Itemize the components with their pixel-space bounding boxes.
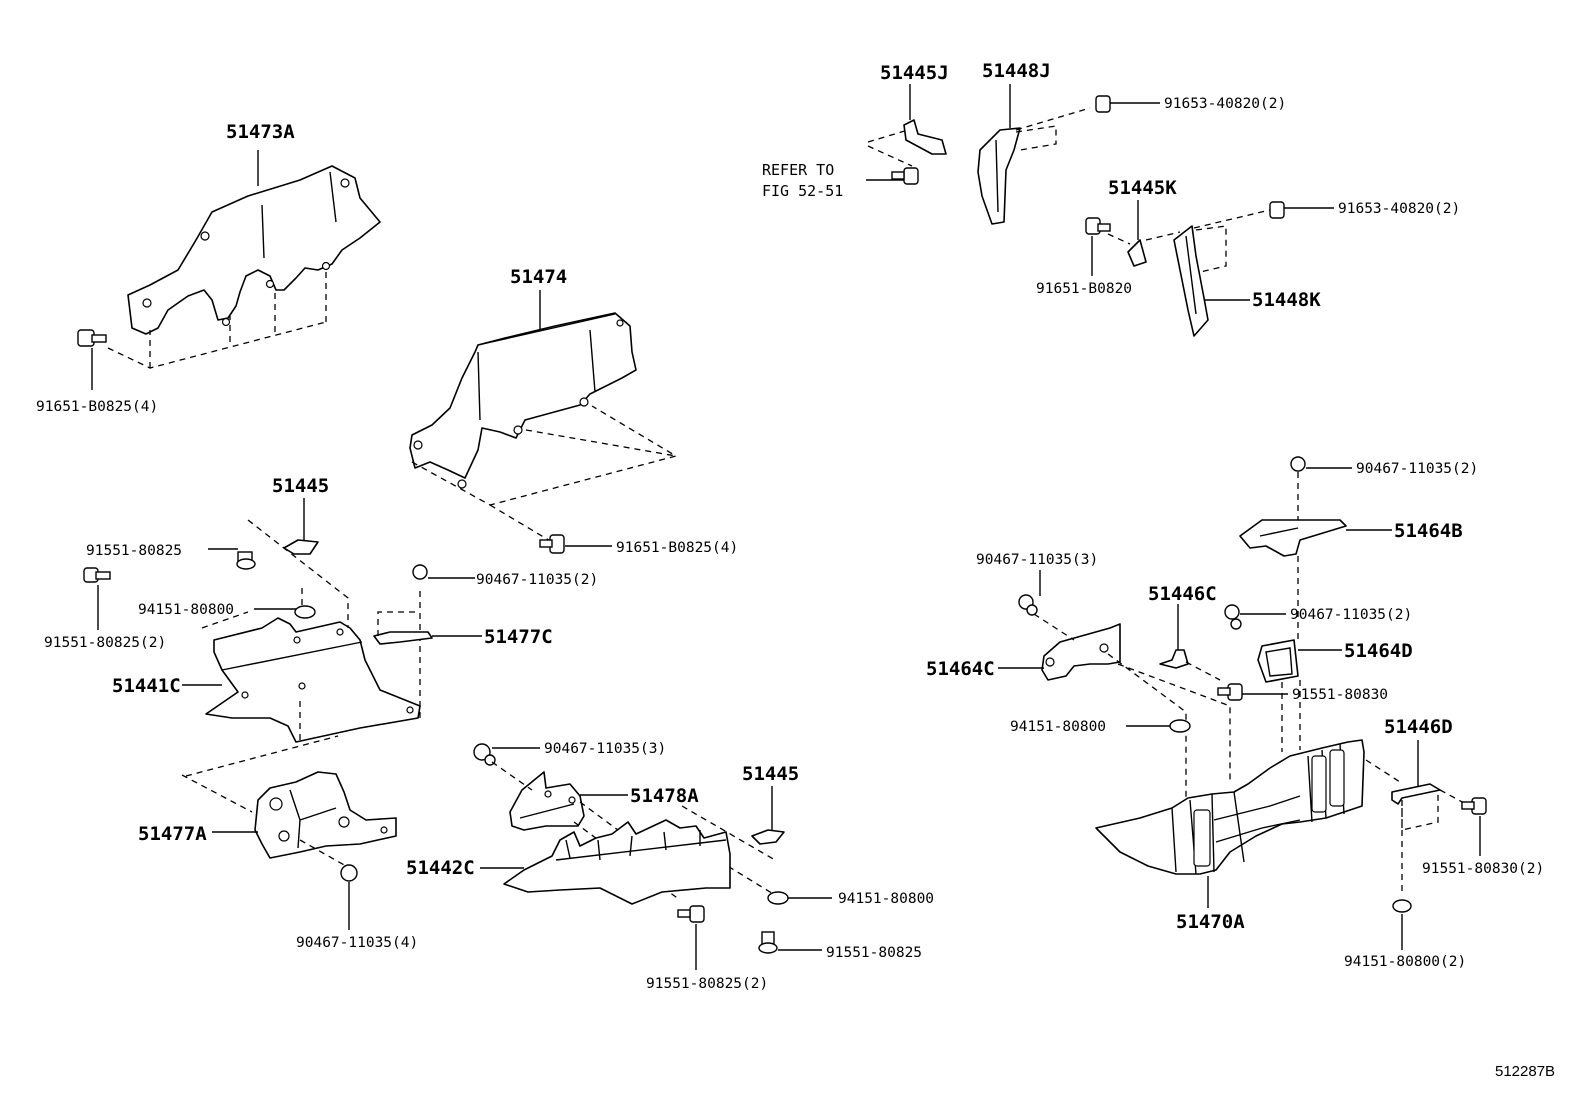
part-51464D-drawing	[1257, 639, 1342, 683]
dash-51464C	[1033, 613, 1231, 810]
label-51446D: 51446D	[1384, 716, 1453, 738]
part-51473A-drawing	[127, 150, 381, 335]
dash-51446D	[1365, 759, 1467, 894]
part-51464C-drawing	[998, 623, 1121, 681]
label-51478A: 51478A	[630, 785, 699, 807]
label-91551-80825-a: 91551-80825	[86, 543, 182, 559]
refer-to-line1: REFER TO	[762, 161, 834, 179]
label-90467-11035-2c: 90467-11035(2)	[1290, 607, 1412, 623]
bolt-91551-80825-2a	[83, 567, 111, 630]
bracket-51445K	[1127, 200, 1147, 267]
label-90467-11035-4: 90467-11035(4)	[296, 935, 418, 951]
part-51464B-drawing	[1239, 519, 1392, 557]
dash-51478A	[491, 761, 776, 901]
label-91551-80825-2a: 91551-80825(2)	[44, 635, 166, 651]
label-90467-11035-3b: 90467-11035(3)	[976, 552, 1098, 568]
dash-51448J	[867, 107, 1091, 167]
label-91651-B0820: 91651-B0820	[1036, 281, 1132, 297]
label-51445-a: 51445	[272, 475, 329, 497]
clip-90467-11035-3a	[473, 743, 540, 766]
label-51464B: 51464B	[1394, 520, 1463, 542]
part-51442C-drawing	[480, 819, 731, 905]
part-51470A-drawing	[1095, 739, 1365, 908]
bolt-91551-80830-2	[1461, 797, 1487, 856]
label-51464C: 51464C	[926, 658, 995, 680]
part-51477C-drawing	[373, 611, 482, 645]
part-51474-drawing	[409, 290, 637, 489]
bracket-51445-b	[751, 786, 785, 845]
dash-51477A	[299, 839, 347, 867]
dash-51448K	[1107, 209, 1271, 273]
dash-51474	[411, 405, 678, 543]
nut-94151-80800-a	[254, 605, 316, 619]
label-51477A: 51477A	[138, 823, 207, 845]
label-51470A: 51470A	[1176, 911, 1245, 933]
label-51441C: 51441C	[112, 675, 181, 697]
label-51474: 51474	[510, 266, 567, 288]
label-51445J: 51445J	[880, 62, 949, 84]
bolt-91551-80825-a	[208, 548, 256, 570]
dash-51441C	[181, 519, 421, 813]
clip-90467-11035-2b	[1290, 456, 1352, 472]
part-51441C-drawing	[182, 617, 421, 743]
label-51448J: 51448J	[982, 60, 1051, 82]
bolt-91551-80825-b	[758, 931, 822, 954]
nut-94151-80800-c	[1126, 719, 1191, 733]
label-51477C: 51477C	[484, 626, 553, 648]
part-51477A-drawing	[212, 771, 397, 859]
bolt-91653-40820-b	[1269, 201, 1334, 219]
label-91651-B0825-4a: 91651-B0825(4)	[36, 399, 158, 415]
nut-94151-80800-2	[1392, 899, 1412, 950]
nut-94151-80800-b	[767, 891, 832, 905]
bolt-91651-B0820	[1085, 217, 1111, 276]
label-91653-40820-2b: 91653-40820(2)	[1338, 201, 1460, 217]
label-51464D: 51464D	[1344, 640, 1413, 662]
refer-to-line2: FIG 52-51	[762, 182, 843, 200]
dash-51473A	[107, 268, 327, 369]
bracket-51446D	[1391, 740, 1441, 805]
bracket-51445J	[903, 84, 947, 155]
bolt-91651-B0825-a	[77, 329, 107, 390]
bolt-91653-40820-a	[1095, 95, 1160, 113]
bolt-refer-fig	[866, 167, 919, 185]
label-91653-40820-2a: 91653-40820(2)	[1164, 96, 1286, 112]
bracket-51446C	[1159, 604, 1189, 669]
clip-90467-11035-2c	[1224, 604, 1286, 630]
label-90467-11035-3a: 90467-11035(3)	[544, 741, 666, 757]
label-94151-80800-2: 94151-80800(2)	[1344, 954, 1466, 970]
bracket-51445-a	[283, 498, 319, 555]
clip-90467-11035-4	[340, 864, 358, 930]
label-51445-b: 51445	[742, 763, 799, 785]
part-51478A-drawing	[509, 771, 628, 831]
label-91551-80830-2: 91551-80830(2)	[1422, 861, 1544, 877]
dash-51446C	[1185, 661, 1221, 681]
part-51448J-drawing	[977, 84, 1021, 225]
clip-90467-11035-3b	[1018, 570, 1041, 616]
clip-90467-11035-a	[412, 564, 475, 580]
label-91551-80825-b: 91551-80825	[826, 945, 922, 961]
label-91651-B0825-4b: 91651-B0825(4)	[616, 540, 738, 556]
label-94151-80800-b: 94151-80800	[838, 891, 934, 907]
label-51442C: 51442C	[406, 857, 475, 879]
label-90467-11035-2a: 90467-11035(2)	[476, 572, 598, 588]
part-51448K-drawing	[1173, 225, 1250, 337]
label-51473A: 51473A	[226, 121, 295, 143]
label-51448K: 51448K	[1252, 289, 1321, 311]
label-94151-80800-c: 94151-80800	[1010, 719, 1106, 735]
label-91551-80830: 91551-80830	[1292, 687, 1388, 703]
bolt-91651-B0825-b	[539, 534, 612, 554]
label-94151-80800-a: 94151-80800	[138, 602, 234, 618]
label-51446C: 51446C	[1148, 583, 1217, 605]
bolt-91551-80825-2b	[677, 905, 705, 970]
figure-id: 512287B	[1495, 1063, 1555, 1080]
label-51445K: 51445K	[1108, 177, 1177, 199]
label-90467-11035-2b: 90467-11035(2)	[1356, 461, 1478, 477]
dash-51464D	[1281, 680, 1301, 752]
bolt-91551-80830	[1217, 683, 1288, 701]
label-91551-80825-2b: 91551-80825(2)	[646, 976, 768, 992]
